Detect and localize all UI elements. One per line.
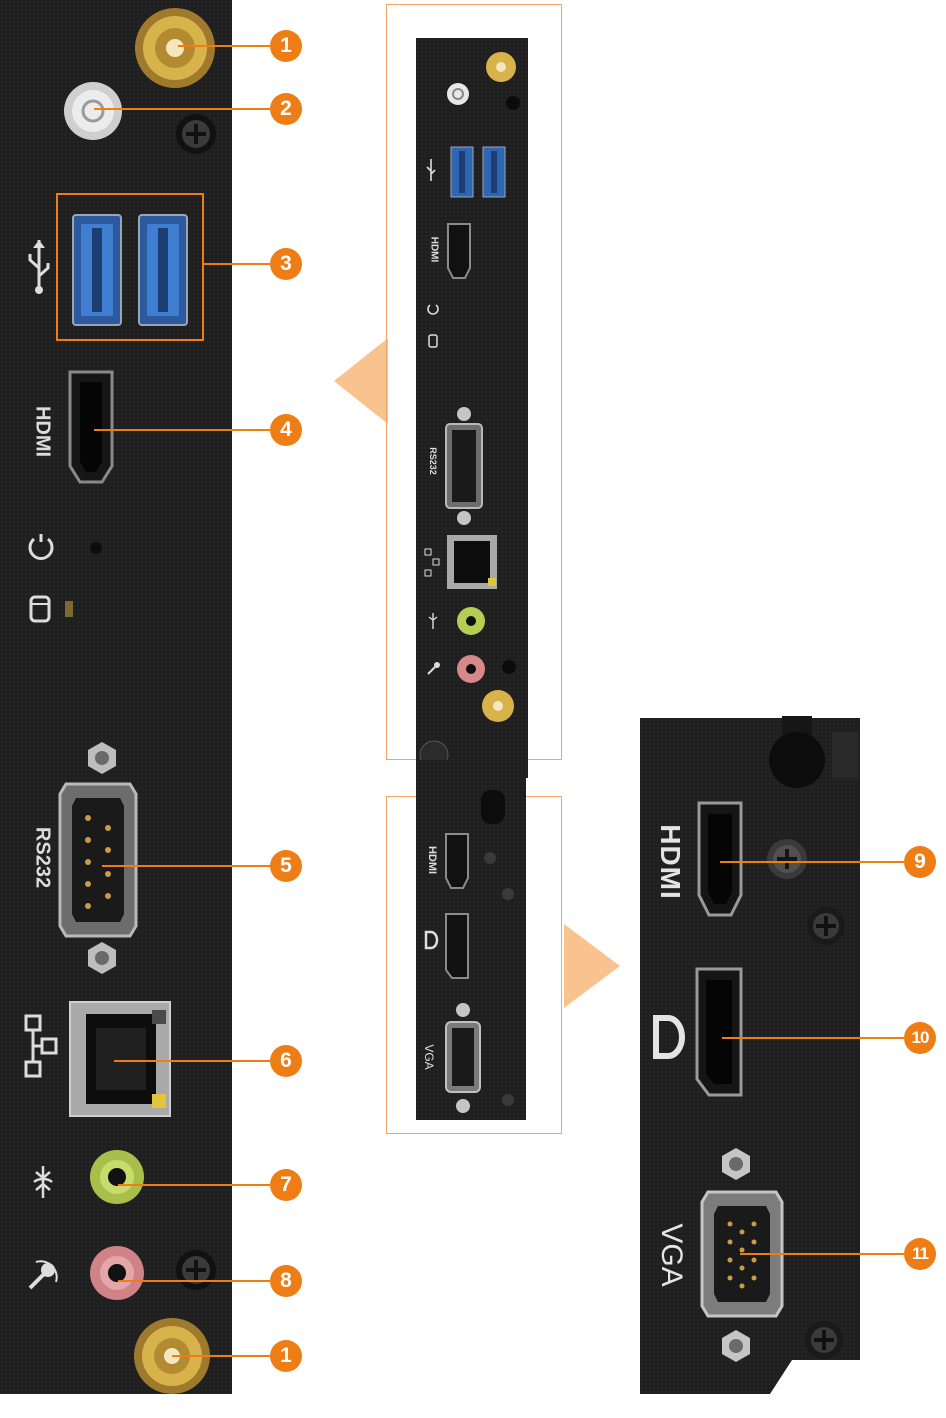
leader-line <box>94 108 270 110</box>
pointer-triangle <box>334 338 388 424</box>
screw-icon <box>506 96 520 110</box>
hdmi-label-large: HDMI <box>655 824 686 900</box>
leader-line <box>178 45 270 47</box>
power-button <box>64 82 122 140</box>
leader-line <box>722 1037 904 1039</box>
callout-badge: 1 <box>270 1340 302 1372</box>
screw-icon <box>176 114 216 154</box>
network-icon <box>424 548 440 577</box>
callout-badge: 8 <box>270 1265 302 1297</box>
screw-icon <box>805 1321 843 1359</box>
antenna-connector-small <box>482 690 514 722</box>
screw-icon <box>502 1094 514 1106</box>
screw-icon <box>502 888 514 900</box>
line-out-jack <box>90 1150 144 1204</box>
reset-pinhole <box>90 542 102 554</box>
power-button-small <box>447 83 469 105</box>
vga-port-small <box>445 1003 481 1113</box>
line-out-icon <box>33 1166 53 1198</box>
leader-line <box>114 1060 270 1062</box>
panel-edge <box>832 732 858 778</box>
displayport-icon <box>653 1015 685 1059</box>
usb-port <box>138 214 188 326</box>
usb-highlight-frame <box>56 193 204 341</box>
hdmi-label: HDMI <box>31 405 54 458</box>
vga-label-large: VGA <box>655 1223 688 1287</box>
callout-badge: 1 <box>270 30 302 62</box>
pointer-triangle <box>564 924 620 1008</box>
lan-port <box>69 1001 171 1117</box>
displayport-icon <box>424 930 439 950</box>
line-out-icon <box>428 613 438 629</box>
screw-icon <box>502 660 516 674</box>
line-out-jack-small <box>457 607 485 635</box>
vga-label-small: VGA <box>422 1044 436 1070</box>
antenna-connector-top <box>135 8 215 88</box>
panel-notch <box>770 1360 862 1394</box>
hdmi-port-small <box>445 833 469 889</box>
screw-icon <box>807 907 845 945</box>
hdd-icon <box>29 595 51 623</box>
callout-badge: 9 <box>904 846 936 878</box>
serial-standoff <box>88 742 116 774</box>
usb-port-small <box>450 146 474 198</box>
displayport-port-large <box>695 967 743 1097</box>
vga-standoff <box>722 1148 750 1180</box>
leader-line <box>202 263 270 265</box>
screw-icon <box>176 1250 216 1290</box>
network-icon <box>24 1014 58 1078</box>
hdmi-port <box>68 370 114 484</box>
displayport-port-small <box>445 913 469 979</box>
callout-badge: 5 <box>270 850 302 882</box>
callout-badge: 3 <box>270 248 302 280</box>
serial-standoff <box>88 942 116 974</box>
mic-icon <box>427 662 440 675</box>
leader-line <box>102 865 270 867</box>
leader-line <box>94 429 270 431</box>
antenna-stub <box>769 716 825 788</box>
callout-badge: 4 <box>270 414 302 446</box>
vga-standoff <box>722 1330 750 1362</box>
leader-line <box>720 861 904 863</box>
mic-jack-small <box>457 655 485 683</box>
leader-line <box>740 1253 904 1255</box>
mic-icon <box>28 1260 58 1290</box>
hdmi-port-small <box>447 223 471 279</box>
callout-badge: 6 <box>270 1045 302 1077</box>
lan-port-small <box>447 535 497 589</box>
reset-icon <box>427 304 439 315</box>
rs232-label: RS232 <box>31 826 54 889</box>
rs232-label-small: RS232 <box>428 447 438 475</box>
hdmi-port-large <box>697 801 743 917</box>
rs232-port-small <box>445 407 483 525</box>
callout-badge: 2 <box>270 93 302 125</box>
antenna-connector-small <box>486 52 516 82</box>
antenna-stub <box>481 790 505 824</box>
usb-icon <box>426 159 436 181</box>
rs232-port <box>58 782 138 938</box>
vga-port-large <box>700 1190 784 1318</box>
hdmi-label-small: HDMI <box>426 845 438 875</box>
leader-line <box>172 1355 270 1357</box>
usb-port <box>72 214 122 326</box>
mic-jack <box>90 1246 144 1300</box>
hdd-led <box>65 601 73 617</box>
screw-icon <box>767 839 807 879</box>
reset-icon <box>28 534 54 560</box>
usb-port-small <box>482 146 506 198</box>
usb-icon <box>28 240 50 294</box>
screw-icon <box>484 852 496 864</box>
callout-badge: 11 <box>904 1238 936 1270</box>
hdmi-label-small: HDMI <box>428 236 440 263</box>
callout-badge: 10 <box>904 1022 936 1054</box>
callout-badge: 7 <box>270 1169 302 1201</box>
leader-line <box>118 1280 270 1282</box>
hdd-icon <box>428 334 438 348</box>
leader-line <box>118 1184 270 1186</box>
